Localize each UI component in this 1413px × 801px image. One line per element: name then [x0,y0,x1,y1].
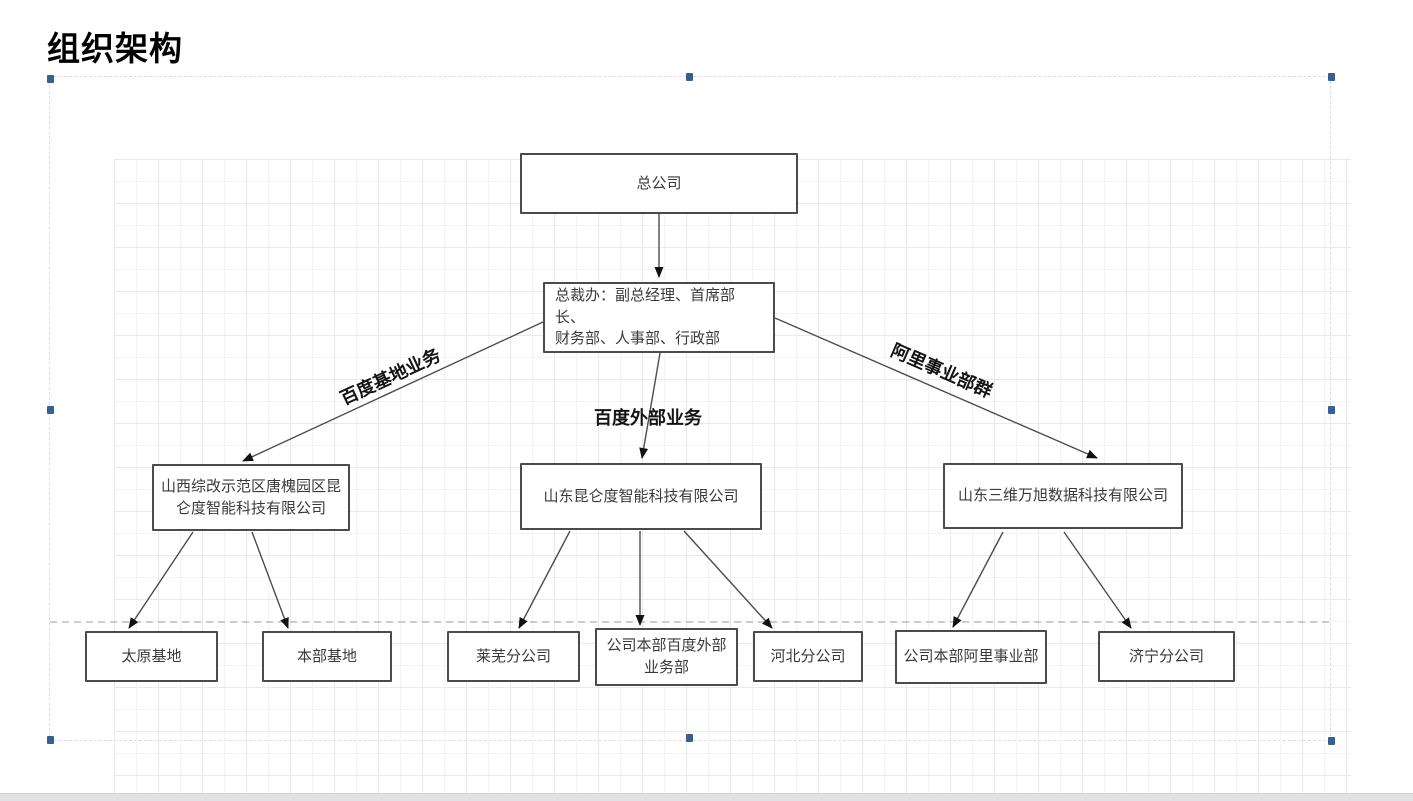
edge-exec-to-sanwei[interactable] [774,317,1098,459]
node-jining-branch[interactable]: 济宁分公司 [1098,631,1235,682]
edge-exec-to-kunlundu[interactable] [639,352,661,459]
canvas-resize-handle-top-right[interactable] [1328,73,1335,81]
node-head-office[interactable]: 总公司 [520,153,798,214]
node-laiwu-branch[interactable]: 莱芜分公司 [447,631,580,682]
node-hq-baidu-dept[interactable]: 公司本部百度外部 业务部 [595,628,738,686]
edge-shanxi-to-taiyuan[interactable] [128,531,194,629]
node-shandong-kunlundu[interactable]: 山东昆仑度智能科技有限公司 [520,463,762,530]
node-shanxi-company[interactable]: 山西综改示范区唐槐园区昆 仑度智能科技有限公司 [152,464,350,531]
edge-kunlundu-to-laiwu[interactable] [518,530,571,629]
edge-sanwei-to-hqali[interactable] [952,531,1004,628]
node-benbu-base[interactable]: 本部基地 [262,631,392,682]
edge-exec-to-shanxi[interactable] [242,321,544,462]
edge-kunlundu-to-hebei[interactable] [683,530,773,629]
canvas-resize-handle-bottom-center[interactable] [686,734,693,742]
edge-shanxi-to-benbu[interactable] [251,531,289,629]
canvas-resize-handle-bottom-right[interactable] [1328,737,1335,745]
canvas-resize-handle-bottom-left[interactable] [47,736,54,744]
node-hebei-branch[interactable]: 河北分公司 [753,631,863,682]
node-exec-office[interactable]: 总裁办：副总经理、首席部长、 财务部、人事部、行政部 [543,282,775,353]
canvas-resize-handle-top-left[interactable] [47,75,54,83]
edge-sanwei-to-jining[interactable] [1063,531,1132,629]
canvas-resize-handle-middle-left[interactable] [47,406,54,414]
node-hq-ali-dept[interactable]: 公司本部阿里事业部 [895,630,1047,684]
canvas-resize-handle-middle-right[interactable] [1328,406,1335,414]
bottom-bar [0,793,1413,801]
edge-label-exec-to-kunlundu[interactable]: 百度外部业务 [594,408,702,428]
node-taiyuan-base[interactable]: 太原基地 [85,631,218,682]
canvas-resize-handle-top-center[interactable] [686,73,693,81]
node-shandong-sanwei[interactable]: 山东三维万旭数据科技有限公司 [943,463,1183,529]
page-title: 组织架构 [47,30,183,67]
